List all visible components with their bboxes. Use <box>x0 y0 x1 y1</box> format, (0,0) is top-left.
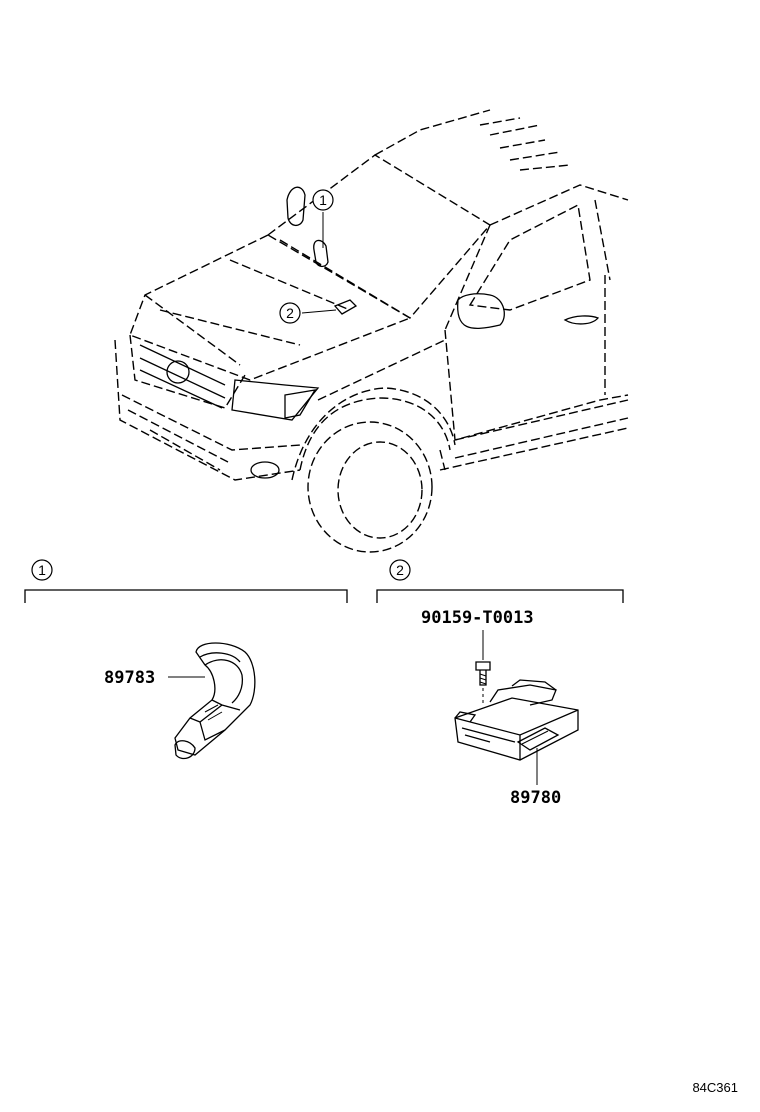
part-number-module: 89780 <box>510 788 561 808</box>
diagram-reference-code: 84C361 <box>692 1080 738 1095</box>
section-2: 2 90159-T0013 89780 <box>376 559 624 808</box>
callout-1-section: 1 <box>31 559 53 581</box>
module-part-drawing <box>454 679 579 761</box>
leader-line-2 <box>301 309 337 314</box>
section-1-bracket <box>24 589 348 603</box>
section-2-bracket <box>376 589 624 603</box>
svg-text:2: 2 <box>396 562 404 578</box>
section-1: 1 89783 <box>24 559 348 760</box>
svg-text:1: 1 <box>319 192 327 208</box>
svg-text:1: 1 <box>38 562 46 578</box>
screw-part-drawing <box>475 661 491 704</box>
callout-2-section: 2 <box>389 559 411 581</box>
callout-1-vehicle: 1 <box>312 189 334 211</box>
part-number-sensor: 89783 <box>104 668 155 688</box>
vehicle-illustration <box>114 109 629 553</box>
part-number-screw: 90159-T0013 <box>421 608 534 628</box>
callout-2-vehicle: 2 <box>279 302 301 324</box>
sensor-part-drawing <box>174 642 256 760</box>
svg-text:2: 2 <box>286 305 294 321</box>
